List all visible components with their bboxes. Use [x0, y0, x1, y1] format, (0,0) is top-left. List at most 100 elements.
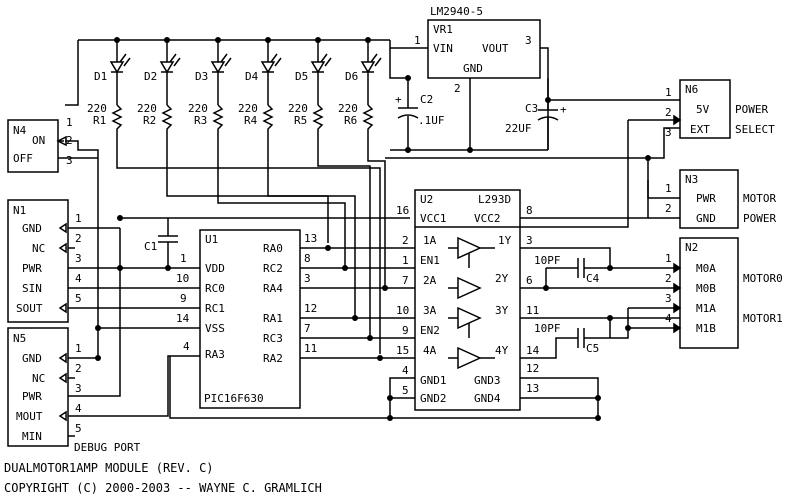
led-d5-ref: D5	[295, 70, 308, 83]
u2-pin-en2-name: EN2	[420, 324, 440, 337]
led-d2-ref: D2	[144, 70, 157, 83]
vr1-pin3: 3	[525, 34, 532, 47]
n3-pin1: 1	[665, 182, 672, 195]
led-d3-ref: D3	[195, 70, 208, 83]
u2-pin-vcc1-name: VCC1	[420, 212, 447, 225]
resistor-r5-ref: R5	[294, 114, 307, 127]
u2-pin-4y-num: 14	[526, 344, 540, 357]
u2-pin-en1-name: EN1	[420, 254, 440, 267]
u2-pin-gnd2-num: 5	[402, 384, 409, 397]
c4-value: 10PF	[534, 254, 561, 267]
n6-pin2: 2	[665, 106, 672, 119]
u1-pin-vss-name: VSS	[205, 322, 225, 335]
led-d1: D1	[94, 40, 131, 105]
u1-pin-ra2-name: RA2	[263, 352, 283, 365]
n4-label-on: ON	[32, 134, 45, 147]
resistor-r2: 220 R2	[137, 102, 173, 150]
n4-label-off: OFF	[13, 152, 33, 165]
c3-plus: +	[560, 103, 567, 116]
u2-pin-3y-name: 3Y	[495, 304, 509, 317]
u1-ref: U1	[205, 233, 218, 246]
n5-pin5: 5	[75, 422, 82, 435]
ic-u1: U1 PIC16F630 VDD RC0 RC1 VSS RA3 1 10 9 …	[98, 229, 415, 409]
u1-pin-ra2-num: 11	[304, 342, 317, 355]
u1-pin-ra3-num: 4	[183, 340, 190, 353]
resistor-r4: 220 R4	[238, 102, 274, 150]
n1-label-sout: SOUT	[16, 302, 43, 315]
u1-pin-rc3-name: RC3	[263, 332, 283, 345]
vr1-ref: VR1	[433, 23, 453, 36]
n5-caption: DEBUG PORT	[74, 441, 141, 454]
u2-pin-vcc2-name: VCC2	[474, 212, 501, 225]
n3-caption2: POWER	[743, 212, 776, 225]
resistor-r6: 220 R6	[338, 102, 374, 150]
resistor-r4-ref: R4	[244, 114, 258, 127]
capacitor-c2: + C2 .1UF	[389, 48, 445, 150]
u2-pin-gnd2-name: GND2	[420, 392, 447, 405]
regulator-vr1: LM2940-5 VR1 VIN VOUT GND 1 2 3	[414, 5, 541, 150]
u1-pin-ra4-num: 3	[304, 272, 311, 285]
c1-ref: C1	[144, 240, 157, 253]
title-block: DUALMOTOR1AMP MODULE (REV. C) COPYRIGHT …	[4, 461, 322, 495]
u2-pin-en2-num: 9	[402, 324, 409, 337]
n5-pin4: 4	[75, 402, 82, 415]
n5-label-min: MIN	[22, 430, 42, 443]
led-d1-ref: D1	[94, 70, 107, 83]
n4-pin1: 1	[66, 116, 73, 129]
u2-pin-3a-name: 3A	[423, 304, 437, 317]
u2-pin-gnd3-name: GND3	[474, 374, 501, 387]
n5-label-gnd: GND	[22, 352, 42, 365]
u1-pin-rc1-name: RC1	[205, 302, 225, 315]
u2-ref: U2	[420, 193, 433, 206]
resistor-r5: 220 R5	[288, 102, 324, 150]
resistor-r1-ref: R1	[93, 114, 106, 127]
n5-ref: N5	[13, 332, 26, 345]
vr1-vin: VIN	[433, 42, 453, 55]
capacitor-c1: C1	[95, 215, 598, 419]
u2-pin-gnd1-num: 4	[402, 364, 409, 377]
resistor-r2-value: 220	[137, 102, 157, 115]
u1-pin-ra3-name: RA3	[205, 348, 225, 361]
u2-pin-2a-name: 2A	[423, 274, 437, 287]
c3-value: 22UF	[505, 122, 532, 135]
u2-pin-3a-num: 10	[396, 304, 409, 317]
n6-ref: N6	[685, 83, 698, 96]
c2-ref: C2	[420, 93, 433, 106]
connector-n6: N6 5V EXT POWER SELECT 1 2 3	[648, 79, 775, 159]
vr1-pin1: 1	[414, 34, 421, 47]
n3-ref: N3	[685, 173, 698, 186]
u1-pin-ra0-name: RA0	[263, 242, 283, 255]
u2-pin-1y-name: 1Y	[498, 234, 512, 247]
vr1-gnd: GND	[463, 62, 483, 75]
n2-pin2: 2	[665, 272, 672, 285]
u2-pin-3y-num: 11	[526, 304, 539, 317]
n1-pin4: 4	[75, 272, 82, 285]
connector-n1: N1 GND NC PWR SIN SOUT 1 2 3 4 5	[7, 199, 195, 323]
u2-pin-1a-num: 2	[402, 234, 409, 247]
connector-n5: N5 GND NC PWR MOUT MIN DEBUG PORT 1 2 3 …	[7, 228, 195, 454]
n3-label-gnd: GND	[696, 212, 716, 225]
title-line1: DUALMOTOR1AMP MODULE (REV. C)	[4, 461, 214, 475]
u2-pin-4a-num: 15	[396, 344, 409, 357]
n1-label-gnd: GND	[22, 222, 42, 235]
u1-pin-ra4-name: RA4	[263, 282, 283, 295]
c2-plus: +	[395, 93, 402, 106]
u1-pin-ra1-name: RA1	[263, 312, 283, 325]
connector-n4: N4 ON OFF 1 2 3	[7, 116, 99, 360]
u1-pin-ra0-num: 13	[304, 232, 317, 245]
u2-pin-4y-name: 4Y	[495, 344, 509, 357]
u2-pin-vcc2-num: 8	[526, 204, 533, 217]
n5-pin1: 1	[75, 342, 82, 355]
n5-pin2: 2	[75, 362, 82, 375]
u2-pin-vcc1-num: 16	[396, 204, 409, 217]
n5-label-mout: MOUT	[16, 410, 43, 423]
resistor-r5-value: 220	[288, 102, 308, 115]
u2-pin-1a-name: 1A	[423, 234, 437, 247]
n2-label-m0b: M0B	[696, 282, 716, 295]
n6-caption1: POWER	[735, 103, 768, 116]
n6-pin3: 3	[665, 126, 672, 139]
n1-pin2: 2	[75, 232, 82, 245]
u2-pin-2a-num: 7	[402, 274, 409, 287]
resistor-r4-value: 220	[238, 102, 258, 115]
led-d6: D6	[345, 40, 382, 105]
